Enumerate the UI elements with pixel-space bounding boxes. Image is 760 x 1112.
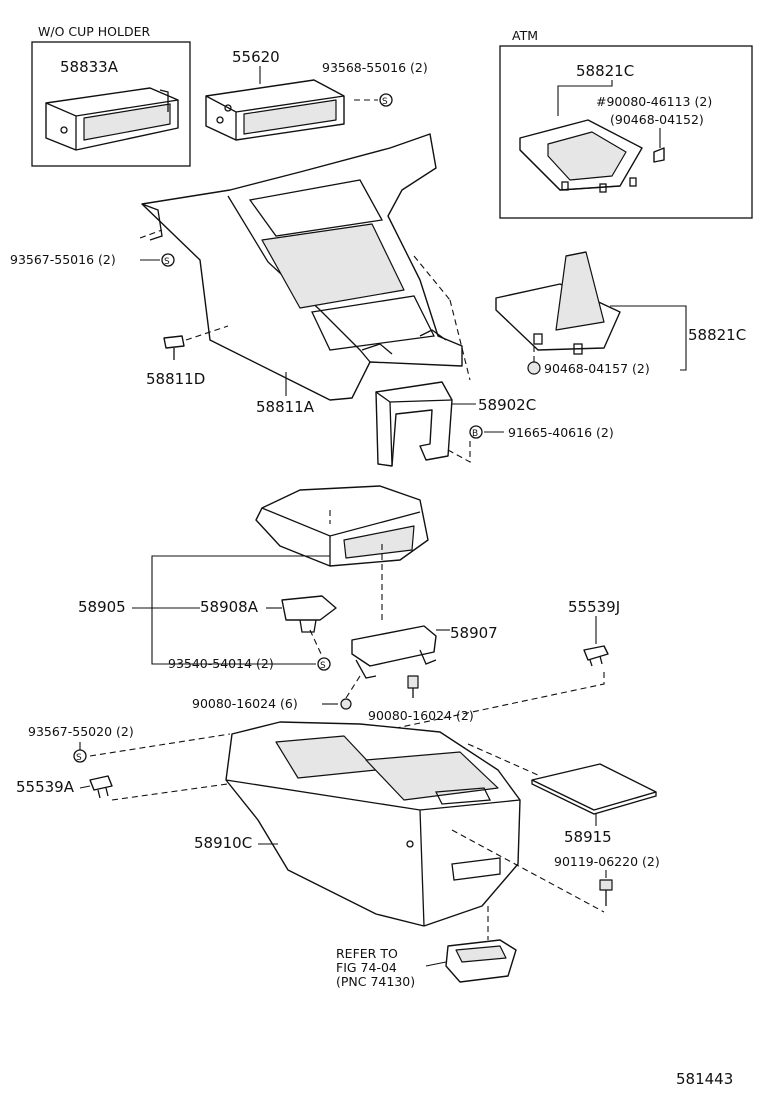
part-93567-55020-group: 93567-55020 (2) S xyxy=(28,724,231,763)
screw-58811D-icon xyxy=(163,335,185,360)
svg-text:S: S xyxy=(382,97,388,107)
part-58821C-group: 58821C 90468-04157 (2) xyxy=(495,251,746,376)
label-58821C-atm: 58821C xyxy=(576,62,634,80)
part-58908A-shape xyxy=(281,595,337,633)
figure-id: 581443 xyxy=(676,1070,733,1088)
label-90468-04157: 90468-04157 (2) xyxy=(544,361,650,376)
part-55620-group: 55620 93568-55016 (2) S xyxy=(205,48,428,141)
atm-box: ATM 58821C #90080-46113 (2) (90468-04152… xyxy=(499,28,753,219)
label-90468-04152: (90468-04152) xyxy=(610,112,704,127)
part-58915-shape xyxy=(531,763,657,815)
label-90080-16024-6: 90080-16024 (6) xyxy=(192,696,298,711)
part-58910C-group: 58910C xyxy=(194,721,605,940)
label-55620: 55620 xyxy=(232,48,280,66)
part-58833A-shape xyxy=(45,87,179,151)
part-58821C-shape xyxy=(495,251,621,355)
label-91665-40616: 91665-40616 (2) xyxy=(508,425,614,440)
part-58915-group: 58915 xyxy=(531,763,657,846)
label-58915: 58915 xyxy=(564,828,612,846)
svg-text:S: S xyxy=(164,257,170,267)
label-58910C: 58910C xyxy=(194,834,252,852)
label-58905: 58905 xyxy=(78,598,126,616)
label-58833A: 58833A xyxy=(60,58,119,76)
b-bolt-icon: B xyxy=(469,425,483,439)
part-58811A-shape xyxy=(141,133,463,401)
refer-line1: REFER TO xyxy=(336,946,398,961)
part-58907-group: 58907 90080-16024 (2) 90080-16024 (6) xyxy=(192,624,498,723)
label-58908A: 58908A xyxy=(200,598,259,616)
label-90119-06220: 90119-06220 (2) xyxy=(554,854,660,869)
part-55539J-shape xyxy=(583,645,609,667)
nut-90080-16024-6-icon xyxy=(340,698,352,710)
svg-text:S: S xyxy=(320,661,326,671)
wo-cup-holder-title: W/O CUP HOLDER xyxy=(38,24,150,39)
wo-cup-holder-box: W/O CUP HOLDER 58833A xyxy=(31,24,191,167)
s-clip-icon: S xyxy=(379,93,393,107)
s-clip-icon: S xyxy=(317,657,331,671)
s-clip-icon: S xyxy=(73,749,87,763)
screw-90080-16024-2-icon xyxy=(407,675,419,698)
part-58905-group: 58905 58908A 93540-54014 (2) S xyxy=(78,485,429,671)
bolt-90119-06220-icon xyxy=(599,879,613,906)
part-55620-shape xyxy=(205,79,345,141)
part-58811A-group: 58811A xyxy=(141,133,471,416)
label-90080-16024-2: 90080-16024 (2) xyxy=(368,708,474,723)
wo-cup-holder-frame xyxy=(31,41,191,167)
label-90080-46113: #90080-46113 (2) xyxy=(596,94,712,109)
label-93568-55016: 93568-55016 (2) xyxy=(322,60,428,75)
part-58902C-shape xyxy=(375,381,453,467)
svg-text:S: S xyxy=(76,753,82,763)
part-58902C-group: 58902C B 91665-40616 (2) xyxy=(375,381,614,467)
atm-frame xyxy=(499,45,753,219)
part-58910C-shape xyxy=(225,721,521,927)
part-74130-shape xyxy=(445,939,517,983)
part-58811D-group: 58811D xyxy=(146,325,229,388)
nut-90468-04157-icon xyxy=(527,361,541,375)
refer-line2: FIG 74-04 xyxy=(336,960,397,975)
label-58811D: 58811D xyxy=(146,370,205,388)
label-58902C: 58902C xyxy=(478,396,536,414)
part-58905-shape xyxy=(255,485,429,567)
label-58821C: 58821C xyxy=(688,326,746,344)
part-55539A-shape xyxy=(89,775,113,799)
refer-to-group: REFER TO FIG 74-04 (PNC 74130) xyxy=(336,939,517,989)
refer-line3: (PNC 74130) xyxy=(336,974,415,989)
part-55539J-group: 55539J xyxy=(339,598,620,741)
part-90119-06220-group: 90119-06220 (2) xyxy=(554,854,660,906)
part-93567-55016-group: 93567-55016 (2) S xyxy=(10,229,175,267)
svg-text:B: B xyxy=(472,429,478,439)
s-clip-icon: S xyxy=(161,253,175,267)
label-55539A: 55539A xyxy=(16,778,75,796)
atm-title: ATM xyxy=(512,28,538,43)
label-58907: 58907 xyxy=(450,624,498,642)
part-58907-shape xyxy=(351,625,437,679)
label-93567-55016: 93567-55016 (2) xyxy=(10,252,116,267)
label-58811A: 58811A xyxy=(256,398,315,416)
label-93567-55020: 93567-55020 (2) xyxy=(28,724,134,739)
label-55539J: 55539J xyxy=(568,598,620,616)
label-93540-54014: 93540-54014 (2) xyxy=(168,656,274,671)
part-58821C-atm-shape xyxy=(519,119,643,193)
atm-clip-icon xyxy=(653,147,665,163)
